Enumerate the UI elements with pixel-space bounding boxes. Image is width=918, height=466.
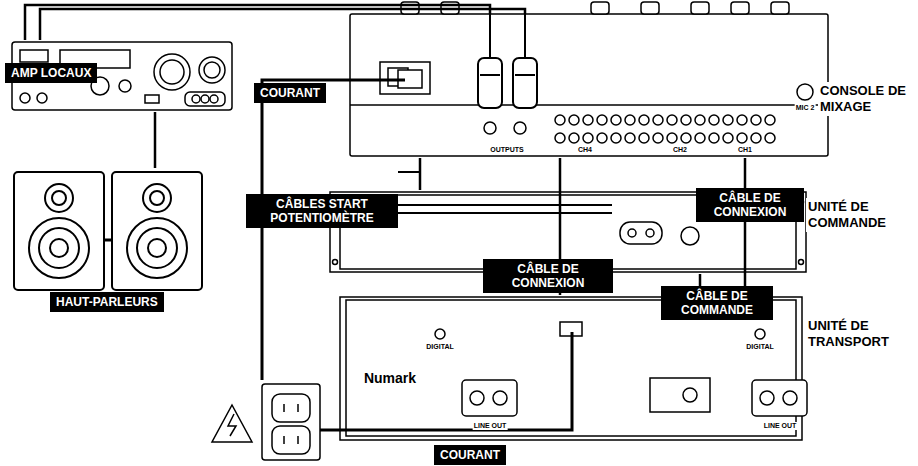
panel-text: CH1 [737,146,753,154]
panel-text: LINE OUT [473,422,508,430]
potentiometer-start-cables [398,158,612,213]
panel-text: DIGITAL [745,343,774,351]
cable [745,158,746,295]
panel-text: MIC 2 [795,104,816,112]
cable-line [419,158,422,190]
cable-tag: COURANT [434,445,506,465]
wall-outlet [212,384,320,460]
cable-line [559,158,562,295]
panel-text: OUTPUTS [489,146,524,154]
cable-tag: CÂBLE DE CONNEXION [483,259,613,293]
amplifier: AMP LOCAUX [5,40,233,112]
cable-line [40,9,525,40]
device-heading: UNITÉ DE COMMANDE [806,198,915,232]
control-unit: UNITÉ DE COMMANDE [340,190,915,274]
cable [560,158,561,295]
panel-text: DIGITAL [425,343,454,351]
panel-text: CH4 [577,146,593,154]
mixer-drawing [350,2,828,156]
device-heading: UNITÉ DE TRANSPORT [806,317,915,351]
control-unit-drawing [330,192,806,272]
panel-text: CH2 [672,146,688,154]
cable-tag: CÂBLE DE CONNEXION [696,188,804,222]
device-tag: HAUT-PARLEURS [50,292,164,312]
cable-tag: COURANT [254,83,326,103]
cable [155,112,156,168]
power-cord [262,70,572,430]
cable-line [699,274,702,295]
panel-text: LINE OUT [763,422,798,430]
speaker-drawing [14,172,202,290]
brand-name: Numark [364,370,416,386]
device-heading: CONSOLE DE MIXAGE [818,82,917,116]
cable [420,158,421,190]
xlr-plug [478,14,537,108]
cable-tag: CÂBLES START POTENTIOMÈTRE [246,194,398,228]
cable [700,274,701,295]
speakers: HAUT-PARLEURS [10,168,215,314]
cable [40,9,525,40]
device-tag: AMP LOCAUX [5,63,97,83]
mixing-console: CONSOLE DE MIXAGE [345,14,915,158]
transport-unit: UNITÉ DE TRANSPORT [340,295,915,443]
cable-tag: CÂBLE DE COMMANDE [661,286,773,320]
cable-line [744,158,747,295]
amplifier-drawing [12,42,232,110]
cable-line [154,112,157,168]
